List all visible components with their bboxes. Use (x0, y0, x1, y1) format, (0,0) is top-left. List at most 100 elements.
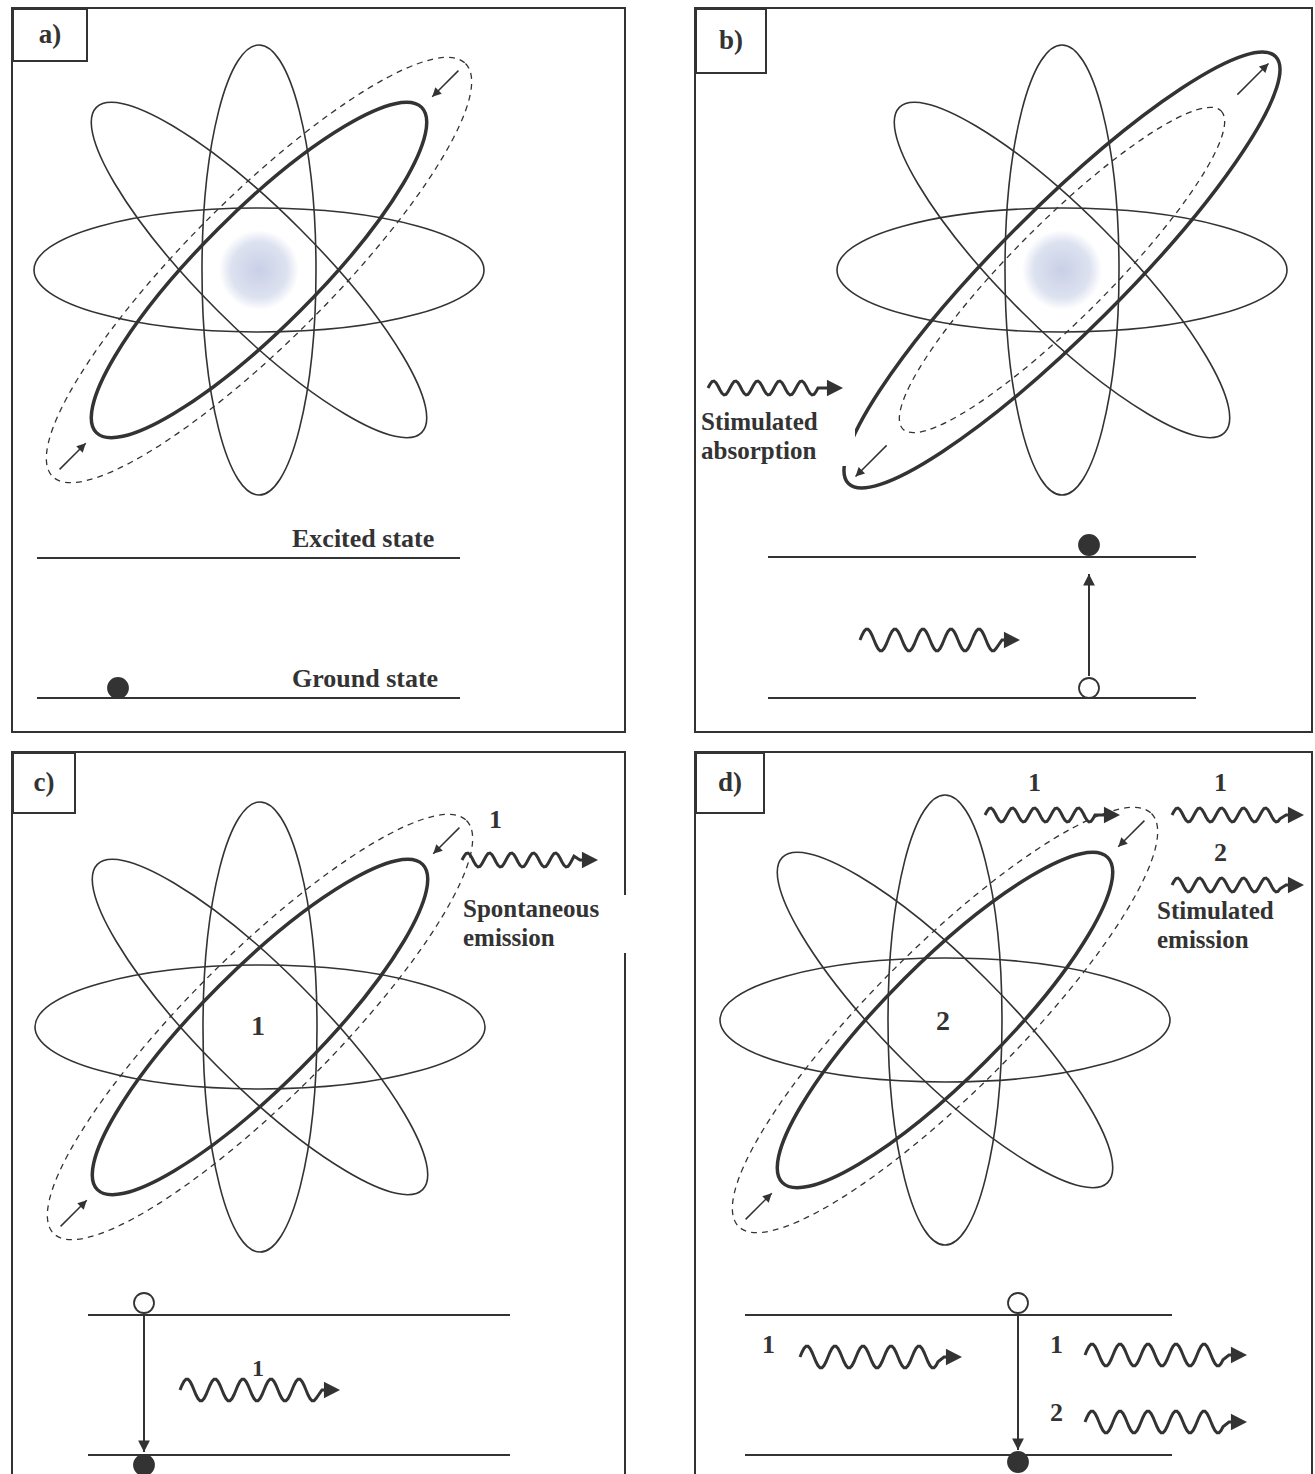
arrow-head (1231, 1347, 1247, 1363)
panel-tag: d) (695, 752, 765, 814)
arrow-head (432, 87, 442, 97)
photon-wave (180, 1379, 332, 1400)
nucleus (1022, 230, 1102, 310)
photon-wave (860, 629, 1012, 650)
orbit-ellipse (55, 66, 462, 473)
photon-wave (708, 381, 835, 395)
energy-level (768, 697, 1196, 699)
vacancy (1008, 1293, 1028, 1313)
orbit-ellipse (3, 770, 518, 1285)
photon-number: 1 (762, 1330, 775, 1360)
motion-arrow (433, 828, 459, 854)
orbit-ellipse (35, 965, 485, 1089)
energy-level (88, 1454, 510, 1456)
arrow-head (433, 844, 443, 854)
orbit-ellipse (805, 13, 1315, 528)
panel-tag: b) (695, 8, 767, 74)
motion-arrow (1118, 821, 1144, 847)
transition-arrow (1017, 1315, 1019, 1450)
photon-wave (1172, 808, 1296, 822)
arrow-head (856, 467, 866, 477)
panel-letter: a) (39, 19, 62, 50)
arrow-head (946, 1349, 962, 1365)
orbit-ellipse (720, 958, 1170, 1082)
electron (1079, 535, 1099, 555)
arrow-head (827, 380, 843, 396)
arrow-head (582, 852, 598, 868)
arrow-head (76, 443, 86, 453)
orbit-ellipse (2, 13, 517, 528)
arrow-head (324, 1382, 340, 1398)
photon-number: 1 (489, 805, 502, 835)
orbit-ellipse (55, 66, 462, 473)
panel-tag: a) (12, 8, 88, 62)
photon-wave (985, 808, 1112, 822)
arrow-head (1231, 1414, 1247, 1430)
photon-wave (1085, 1344, 1239, 1365)
orbit-ellipse (202, 45, 316, 495)
orbit-ellipse (34, 208, 484, 332)
energy-level (745, 1454, 1172, 1456)
photon-number: 2 (1050, 1398, 1063, 1428)
vacancy (1079, 678, 1099, 698)
panel-frame (12, 752, 625, 1474)
panel-frame (12, 8, 625, 732)
panel-letter: d) (718, 767, 742, 798)
energy-level (88, 1314, 510, 1316)
orbit-ellipse (56, 823, 463, 1230)
orbit-ellipse (888, 795, 1002, 1245)
arrow-head (1104, 807, 1120, 823)
photon-wave (800, 1346, 954, 1367)
atom-number: 2 (936, 1005, 950, 1037)
photon-number: 1 (1050, 1330, 1063, 1360)
photon-wave (462, 853, 590, 867)
energy-level (745, 1314, 1172, 1316)
electron (108, 678, 128, 698)
arrow-head (1012, 1438, 1024, 1450)
photon-wave (1085, 1411, 1239, 1432)
motion-arrow (60, 443, 86, 469)
arrow-head (1259, 64, 1269, 74)
energy-level (37, 557, 460, 559)
level-label: Excited state (292, 524, 434, 554)
orbit-ellipse (1005, 45, 1119, 495)
panel-frame (695, 8, 1312, 732)
energy-level (37, 697, 460, 699)
arrow-head (1288, 807, 1304, 823)
photon-number: 2 (1214, 838, 1227, 868)
arrow-head (1288, 877, 1304, 893)
level-label: Ground state (292, 664, 438, 694)
motion-arrow (432, 71, 458, 97)
process-label: Spontaneous emission (461, 895, 627, 953)
orbit-ellipse (203, 802, 317, 1252)
arrow-head (138, 1440, 150, 1452)
vacancy (134, 1293, 154, 1313)
process-label: Stimulated emission (1155, 897, 1309, 955)
panel-letter: c) (34, 767, 55, 798)
arrow-head (1118, 837, 1128, 847)
process-label: Stimulated absorption (699, 408, 855, 466)
transition-arrow (1088, 574, 1090, 676)
photon-number: 1 (1028, 768, 1041, 798)
energy-level (768, 556, 1196, 558)
transition-arrow (143, 1315, 145, 1452)
electron (134, 1455, 154, 1474)
photon-number: 1 (252, 1355, 264, 1383)
photon-wave (1172, 878, 1296, 892)
panel-tag: c) (12, 752, 76, 814)
arrow-head (1004, 632, 1020, 648)
atom-number: 1 (251, 1010, 265, 1042)
panel-letter: b) (719, 25, 743, 56)
orbit-ellipse (741, 816, 1148, 1223)
electron (1008, 1452, 1028, 1472)
orbit-ellipse (688, 763, 1203, 1278)
orbit-ellipse (858, 66, 1265, 473)
motion-arrow (746, 1193, 772, 1219)
arrow-head (1083, 574, 1095, 586)
motion-arrow (1237, 64, 1268, 95)
orbit-ellipse (56, 823, 463, 1230)
orbit-ellipse (869, 77, 1255, 463)
nucleus (219, 230, 299, 310)
motion-arrow (61, 1200, 87, 1226)
panel-frame (695, 752, 1312, 1474)
